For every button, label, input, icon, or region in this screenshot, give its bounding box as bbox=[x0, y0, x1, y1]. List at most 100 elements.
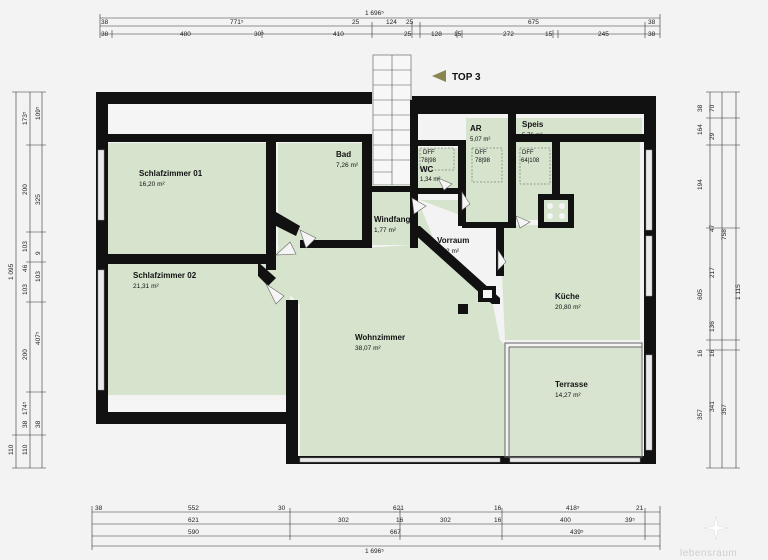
svg-text:16: 16 bbox=[494, 517, 502, 524]
dff-size-c: 64|108 bbox=[521, 158, 540, 164]
svg-text:29: 29 bbox=[709, 132, 716, 140]
svg-text:9: 9 bbox=[35, 251, 42, 255]
svg-text:25: 25 bbox=[404, 31, 412, 38]
room-labels: Schlafzimmer 01 16,20 m² Schlafzimmer 02… bbox=[133, 120, 588, 399]
wall-bad-bottom bbox=[300, 240, 372, 248]
svg-text:103: 103 bbox=[22, 284, 29, 295]
svg-text:1 095: 1 095 bbox=[8, 263, 15, 280]
wall-speis-right bbox=[552, 134, 560, 194]
door-bed01 bbox=[275, 241, 297, 256]
svg-text:357: 357 bbox=[721, 404, 728, 415]
svg-text:418⁵: 418⁵ bbox=[566, 505, 580, 512]
top-dimension-lines bbox=[99, 14, 661, 38]
wall-top-left bbox=[96, 92, 372, 104]
wall-top-right bbox=[412, 96, 656, 114]
svg-text:25: 25 bbox=[406, 19, 414, 26]
dim-bottom-row3: 590 667 439⁵ bbox=[188, 529, 584, 536]
svg-text:771⁵: 771⁵ bbox=[230, 19, 244, 26]
dim-top-row1: 771⁵ 25 124 25 675 38 38 bbox=[101, 19, 656, 26]
svg-text:16: 16 bbox=[709, 349, 716, 357]
door-kueche bbox=[497, 249, 507, 271]
svg-text:439⁵: 439⁵ bbox=[570, 529, 584, 536]
wall-ar-bottom bbox=[462, 222, 516, 228]
room-area-vorraum: 4,62 m² bbox=[437, 248, 460, 255]
inner-voids bbox=[108, 104, 568, 412]
dff-label-a: DFF bbox=[423, 150, 435, 156]
wall-top-inner bbox=[96, 134, 372, 142]
room-name-kueche: Küche bbox=[555, 292, 580, 301]
room-name-terrasse: Terrasse bbox=[555, 380, 588, 389]
svg-text:1 115: 1 115 bbox=[735, 284, 742, 300]
svg-text:136: 136 bbox=[709, 321, 716, 332]
wall-speis-bottom bbox=[516, 134, 646, 142]
svg-text:103: 103 bbox=[22, 241, 29, 252]
room-area-kueche: 20,80 m² bbox=[555, 304, 581, 311]
svg-text:174⁵: 174⁵ bbox=[22, 401, 29, 415]
room-name-wohnzimmer: Wohnzimmer bbox=[355, 333, 405, 342]
room-name-vorraum: Vorraum bbox=[437, 236, 469, 245]
right-dimension-lines bbox=[706, 91, 740, 469]
dff-boxes bbox=[419, 147, 551, 185]
svg-text:245: 245 bbox=[598, 31, 609, 38]
void-top-strip bbox=[108, 104, 372, 134]
svg-text:38: 38 bbox=[95, 505, 103, 512]
svg-text:124: 124 bbox=[386, 19, 397, 26]
svg-text:272: 272 bbox=[503, 31, 514, 38]
svg-text:25: 25 bbox=[352, 19, 360, 26]
dff-label-c: DFF bbox=[522, 150, 534, 156]
wall-wc-bottom bbox=[418, 188, 462, 194]
door-bad bbox=[299, 229, 317, 249]
room-area-terrasse: 14,27 m² bbox=[555, 392, 581, 399]
svg-text:21: 21 bbox=[636, 505, 644, 512]
dim-right-labels: 1 115 758 357 70 29 47 217 136 16 341 38… bbox=[697, 104, 742, 420]
door-ar bbox=[461, 191, 471, 211]
room-area-windfang: 1,77 m² bbox=[374, 227, 397, 234]
windows bbox=[97, 149, 653, 463]
wall-vorraum-diagonal bbox=[412, 226, 500, 304]
room-area-ar: 5,07 m² bbox=[470, 137, 490, 143]
svg-text:38: 38 bbox=[648, 19, 656, 26]
wall-wc-right bbox=[458, 140, 466, 226]
svg-text:110: 110 bbox=[8, 444, 15, 455]
wall-bad-diagonal bbox=[276, 212, 300, 236]
svg-text:552: 552 bbox=[188, 505, 199, 512]
room-area-wc: 1,34 m² bbox=[420, 177, 440, 183]
svg-text:194: 194 bbox=[697, 179, 704, 190]
svg-text:621: 621 bbox=[393, 505, 404, 512]
wall-windfang-top bbox=[372, 186, 412, 192]
svg-text:621: 621 bbox=[188, 517, 199, 524]
void-bottom-strip bbox=[108, 400, 286, 412]
svg-text:46: 46 bbox=[22, 264, 29, 272]
dim-left-labels: 1 095 110 173⁵ 200 103 46 103 200 174⁵ 3… bbox=[8, 106, 42, 455]
wall-bad-right bbox=[362, 140, 372, 248]
svg-text:410: 410 bbox=[333, 31, 344, 38]
terrasse-frame bbox=[504, 342, 643, 458]
svg-text:480: 480 bbox=[180, 31, 191, 38]
room-area-speis: 5,76 m² bbox=[522, 133, 542, 139]
svg-text:16: 16 bbox=[494, 505, 502, 512]
svg-text:38: 38 bbox=[648, 31, 656, 38]
svg-text:675: 675 bbox=[528, 19, 539, 26]
dff-size-a: 78|98 bbox=[421, 158, 437, 164]
svg-text:16: 16 bbox=[396, 517, 404, 524]
room-name-wc: WC bbox=[420, 165, 434, 174]
wall-ar-right bbox=[508, 112, 516, 226]
svg-text:38: 38 bbox=[697, 104, 704, 112]
room-name-speis: Speis bbox=[522, 120, 544, 129]
svg-text:302: 302 bbox=[338, 517, 349, 524]
svg-text:667: 667 bbox=[390, 529, 401, 536]
wall-vorraum-right bbox=[496, 226, 504, 276]
room-name-ar: AR bbox=[470, 124, 482, 133]
void-column bbox=[483, 290, 492, 298]
watermark: lebensraum bbox=[680, 515, 737, 559]
svg-text:325: 325 bbox=[35, 194, 42, 205]
wall-bad-left bbox=[266, 140, 276, 270]
svg-text:605: 605 bbox=[697, 289, 704, 300]
fill-terrasse bbox=[509, 347, 641, 459]
svg-text:70: 70 bbox=[709, 104, 716, 112]
svg-text:38: 38 bbox=[101, 19, 109, 26]
door-speis bbox=[515, 215, 531, 229]
dff-box-c bbox=[519, 147, 551, 185]
dff-size-b: 78|98 bbox=[475, 158, 491, 164]
bottom-dimension-lines bbox=[91, 506, 661, 550]
